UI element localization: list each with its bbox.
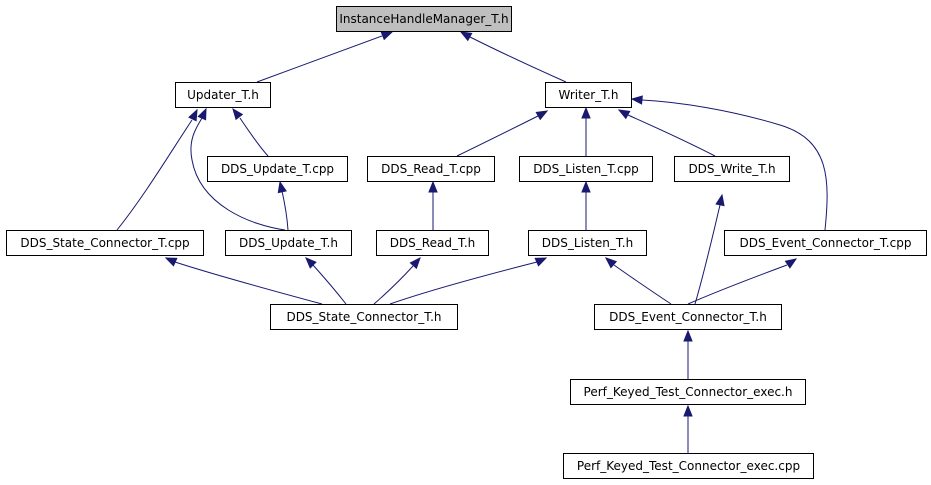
edge-writer-t-h-to-instance-handle-manager-t-h — [459, 31, 567, 83]
edge-arrowhead — [380, 31, 394, 41]
edge-line — [312, 264, 347, 305]
edge-line — [116, 119, 193, 231]
node-instance-handle-manager-t-h: InstanceHandleManager_T.h — [336, 6, 512, 32]
node-dds-state-connector-t-h[interactable]: DDS_State_Connector_T.h — [270, 304, 458, 330]
edge-line — [256, 35, 383, 83]
edge-perf-keyed-test-connector-exec-cpp-to-perf-keyed-test-connector-exec-h — [683, 404, 693, 453]
edge-line — [456, 115, 539, 157]
node-dds-listen-t-h[interactable]: DDS_Listen_T.h — [528, 230, 647, 256]
edge-dds-state-connector-t-h-to-dds-read-t-h — [373, 256, 421, 305]
edge-dds-update-t-cpp-to-updater-t-h — [232, 107, 269, 157]
edge-arrowhead — [581, 180, 591, 193]
edge-dds-event-connector-t-h-to-dds-write-t-h — [694, 193, 725, 305]
edge-arrowhead — [581, 106, 591, 119]
edge-arrowhead — [784, 258, 798, 269]
edge-arrowhead — [630, 95, 643, 105]
edge-line — [174, 261, 323, 305]
edge-arrowhead — [535, 110, 549, 121]
edge-dds-state-connector-t-h-to-dds-state-connector-t-cpp — [164, 257, 323, 305]
edge-dds-state-connector-t-h-to-dds-update-t-h — [305, 257, 347, 305]
node-perf-keyed-test-connector-exec-h[interactable]: Perf_Keyed_Test_Connector_exec.h — [570, 379, 806, 405]
edge-dds-event-connector-t-h-to-dds-event-connector-t-cpp — [687, 258, 798, 305]
edge-arrowhead — [683, 329, 693, 342]
edge-line — [694, 204, 721, 305]
edge-dds-event-connector-t-cpp-to-writer-t-h — [630, 95, 828, 231]
node-dds-event-connector-t-h[interactable]: DDS_Event_Connector_T.h — [594, 304, 782, 330]
edge-line — [687, 264, 788, 305]
edge-arrowhead — [534, 257, 548, 267]
edge-line — [190, 117, 286, 231]
edge-arrowhead — [409, 256, 421, 270]
edge-arrowhead — [459, 31, 473, 42]
edge-line — [281, 190, 289, 231]
edge-arrowhead — [604, 257, 618, 269]
edge-dds-listen-t-cpp-to-writer-t-h — [581, 106, 591, 156]
node-writer-t-h[interactable]: Writer_T.h — [545, 82, 632, 108]
edge-line — [613, 264, 672, 305]
node-dds-event-connector-t-cpp[interactable]: DDS_Event_Connector_T.cpp — [724, 230, 927, 256]
edge-arrowhead — [164, 257, 178, 267]
node-dds-update-t-h[interactable]: DDS_Update_T.h — [225, 230, 352, 256]
edge-dds-update-t-h-to-updater-t-h — [190, 107, 286, 231]
edge-arrowhead — [232, 107, 244, 121]
node-dds-read-t-cpp[interactable]: DDS_Read_T.cpp — [367, 156, 495, 182]
node-updater-t-h[interactable]: Updater_T.h — [175, 82, 271, 108]
node-dds-update-t-cpp[interactable]: DDS_Update_T.cpp — [207, 156, 348, 182]
edge-updater-t-h-to-instance-handle-manager-t-h — [256, 31, 394, 83]
edge-dds-state-connector-t-h-to-dds-listen-t-h — [389, 257, 548, 305]
edge-arrowhead — [428, 180, 438, 193]
edge-arrowhead — [197, 107, 207, 121]
node-dds-state-connector-t-cpp[interactable]: DDS_State_Connector_T.cpp — [6, 230, 204, 256]
edge-line — [373, 265, 414, 305]
edge-dds-update-t-cpp-to-dds-update-t-h — [277, 180, 289, 231]
edge-dds-event-connector-t-h-to-dds-listen-t-h — [604, 257, 672, 305]
edge-arrowhead — [683, 404, 693, 417]
edge-arrowhead — [188, 108, 198, 122]
edge-dds-listen-t-cpp-to-dds-listen-t-h — [581, 180, 591, 230]
edge-arrowhead — [277, 180, 287, 194]
edge-line — [389, 261, 538, 305]
edge-dds-state-connector-t-cpp-to-updater-t-h — [116, 108, 198, 231]
edge-line — [641, 99, 828, 231]
edge-perf-keyed-test-connector-exec-h-to-dds-event-connector-t-h — [683, 329, 693, 379]
node-dds-listen-t-cpp[interactable]: DDS_Listen_T.cpp — [519, 156, 653, 182]
edge-dds-read-t-cpp-to-dds-read-t-h — [428, 180, 438, 230]
node-perf-keyed-test-connector-exec-cpp[interactable]: Perf_Keyed_Test_Connector_exec.cpp — [563, 453, 814, 479]
edge-line — [627, 114, 716, 157]
edge-arrowhead — [305, 257, 317, 269]
node-dds-read-t-h[interactable]: DDS_Read_T.h — [376, 230, 489, 256]
edge-dds-read-t-cpp-to-writer-t-h — [456, 110, 549, 157]
edge-arrowhead — [617, 109, 631, 120]
edge-line — [239, 117, 269, 157]
node-dds-write-t-h[interactable]: DDS_Write_T.h — [674, 156, 790, 182]
edge-arrowhead — [715, 193, 725, 207]
edge-dds-write-t-h-to-writer-t-h — [617, 109, 716, 157]
edge-line — [469, 36, 567, 83]
